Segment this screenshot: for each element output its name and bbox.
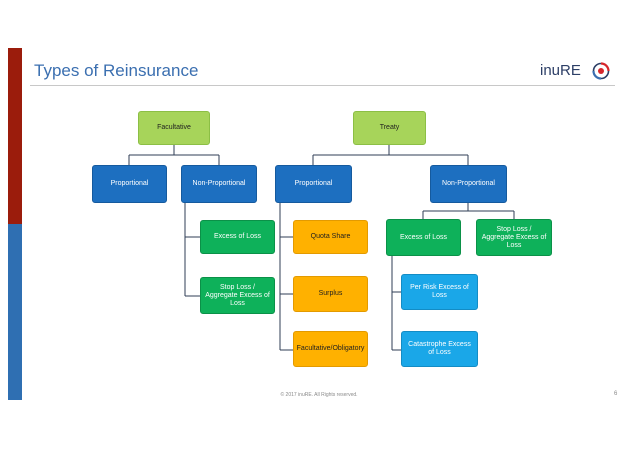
node-surplus: Surplus (293, 276, 368, 312)
node-treaty-proportional: Proportional (275, 165, 352, 203)
brand-logo: inuRE (540, 60, 612, 84)
accent-bar-red (8, 48, 22, 224)
node-facultative-non-proportional: Non-Proportional (181, 165, 257, 203)
node-per-risk-excess-of-loss: Per Risk Excess of Loss (401, 274, 478, 310)
node-facultative-proportional: Proportional (92, 165, 167, 203)
node-facultative-stop-loss: Stop Loss / Aggregate Excess of Loss (200, 277, 275, 314)
title-divider (30, 85, 615, 86)
node-treaty-excess-of-loss: Excess of Loss (386, 219, 461, 256)
accent-bar-blue (8, 224, 22, 400)
node-quota-share: Quota Share (293, 220, 368, 254)
node-treaty: Treaty (353, 111, 426, 145)
node-catastrophe-excess-of-loss: Catastrophe Excess of Loss (401, 331, 478, 367)
node-facultative-excess-of-loss: Excess of Loss (200, 220, 275, 254)
copyright-footer: © 2017 inuRE. All Rights reserved. (280, 392, 358, 398)
node-treaty-stop-loss: Stop Loss / Aggregate Excess of Loss (476, 219, 552, 256)
node-treaty-non-proportional: Non-Proportional (430, 165, 507, 203)
page-number: 6 (614, 391, 618, 397)
page-title: Types of Reinsurance (34, 61, 199, 80)
logo-text: inuRE (540, 62, 581, 79)
node-facultative: Facultative (138, 111, 210, 145)
node-facultative-obligatory: Facultative/Obligatory (293, 331, 368, 367)
inure-globe-icon (592, 62, 610, 80)
